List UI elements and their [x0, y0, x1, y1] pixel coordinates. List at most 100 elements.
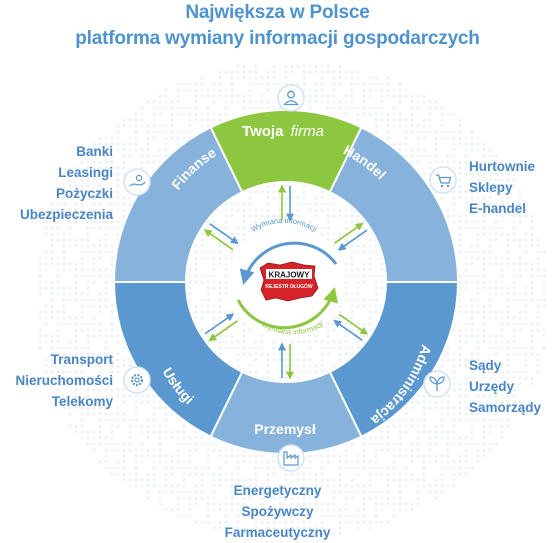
map-dot	[362, 322, 366, 326]
map-dot	[74, 184, 78, 188]
cart-icon[interactable]	[429, 166, 457, 194]
map-dot	[50, 394, 54, 398]
map-dot	[206, 310, 210, 314]
map-dot	[368, 274, 372, 278]
map-dot	[542, 346, 546, 350]
map-dot	[458, 454, 462, 458]
hand-coin-icon[interactable]	[123, 168, 151, 196]
map-dot	[488, 148, 492, 152]
map-dot	[110, 148, 114, 152]
segment-finanse[interactable]	[112, 126, 244, 283]
map-dot	[470, 166, 474, 170]
map-dot	[326, 532, 330, 536]
map-dot	[80, 328, 84, 332]
segment-label-top[interactable]: Twoja firma	[242, 123, 324, 140]
map-dot	[368, 460, 372, 464]
map-dot	[518, 322, 522, 326]
map-dot	[464, 472, 468, 476]
map-dot	[476, 334, 480, 338]
map-dot	[452, 472, 456, 476]
map-dot	[410, 460, 414, 464]
plant-icon[interactable]	[423, 370, 451, 398]
map-dot	[356, 340, 360, 344]
map-dot	[284, 358, 288, 362]
map-dot	[428, 130, 432, 134]
list-przemysl: Energetyczny Spożywczy Farmaceutyczny	[0, 480, 555, 543]
map-dot	[494, 394, 498, 398]
map-dot	[260, 190, 264, 194]
map-dot	[530, 346, 534, 350]
map-dot	[212, 88, 216, 92]
map-dot	[440, 400, 444, 404]
map-dot	[146, 418, 150, 422]
map-dot	[110, 244, 114, 248]
map-dot	[296, 64, 300, 68]
map-dot	[212, 526, 216, 530]
map-dot	[428, 106, 432, 110]
map-dot	[440, 460, 444, 464]
map-dot	[122, 346, 126, 350]
map-dot	[104, 466, 108, 470]
map-dot	[140, 106, 144, 110]
map-dot	[458, 418, 462, 422]
krd-logo: KRAJOWY REJESTR DŁUGÓW	[259, 261, 319, 302]
map-dot	[146, 484, 150, 488]
map-dot	[542, 250, 546, 254]
map-dot	[380, 466, 384, 470]
map-dot	[392, 418, 396, 422]
map-dot	[50, 232, 54, 236]
map-dot	[374, 244, 378, 248]
map-dot	[458, 352, 462, 356]
map-dot	[428, 442, 432, 446]
map-dot	[266, 70, 270, 74]
map-dot	[530, 268, 534, 272]
map-dot	[62, 184, 66, 188]
map-dot	[44, 250, 48, 254]
map-dot	[464, 202, 468, 206]
map-dot	[530, 280, 534, 284]
map-dot	[428, 454, 432, 458]
map-dot	[350, 70, 354, 74]
map-dot	[380, 82, 384, 86]
map-dot	[80, 424, 84, 428]
map-dot	[194, 448, 198, 452]
map-dot	[92, 268, 96, 272]
map-dot	[86, 274, 90, 278]
user-icon[interactable]	[277, 84, 305, 112]
map-dot	[392, 502, 396, 506]
map-dot	[104, 358, 108, 362]
map-dot	[320, 460, 324, 464]
map-dot	[74, 394, 78, 398]
map-dot	[164, 424, 168, 428]
map-dot	[476, 298, 480, 302]
map-dot	[62, 202, 66, 206]
map-dot	[320, 526, 324, 530]
map-dot	[278, 514, 282, 518]
map-dot	[524, 310, 528, 314]
map-dot	[152, 466, 156, 470]
map-dot	[332, 208, 336, 212]
map-dot	[224, 112, 228, 116]
segment-label-przemysl[interactable]: Przemysł	[254, 421, 316, 437]
map-dot	[320, 94, 324, 98]
map-dot	[284, 82, 288, 86]
map-dot	[458, 136, 462, 140]
map-dot	[248, 514, 252, 518]
map-dot	[224, 280, 228, 284]
map-dot	[392, 454, 396, 458]
map-dot	[218, 88, 222, 92]
map-dot	[152, 418, 156, 422]
map-dot	[488, 256, 492, 260]
map-dot	[320, 226, 324, 230]
gear-icon[interactable]	[123, 366, 151, 394]
map-dot	[284, 472, 288, 476]
factory-icon[interactable]	[277, 444, 305, 472]
map-dot	[524, 364, 528, 368]
map-dot	[410, 418, 414, 422]
segment-uslugi[interactable]	[112, 281, 244, 438]
map-dot	[56, 346, 60, 350]
map-dot	[128, 196, 132, 200]
map-dot	[98, 238, 102, 242]
map-dot	[86, 280, 90, 284]
map-dot	[314, 496, 318, 500]
